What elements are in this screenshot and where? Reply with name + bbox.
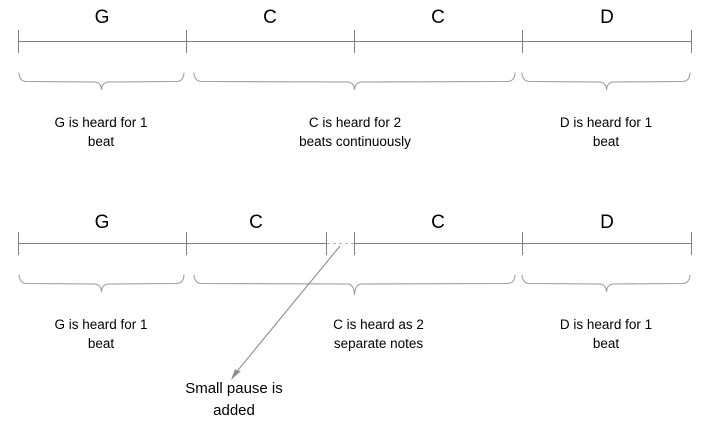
note2-letter-2: C	[249, 212, 263, 233]
note-letter-3: C	[431, 7, 445, 28]
timeline-ruler	[17, 30, 693, 91]
note-letter-1: G	[94, 7, 110, 28]
note2-letter-3: C	[431, 212, 445, 233]
caption-2-line-1: C is heard for 2	[308, 115, 402, 130]
caption2-2-line-1: C is heard as 2	[333, 317, 424, 332]
caption2-3: D is heard for 1 beat	[519, 315, 693, 353]
pause-annotation-line-2: added	[213, 402, 255, 419]
caption2-1-line-2: beat	[87, 336, 115, 351]
caption-2-line-2: beats continuously	[299, 134, 411, 149]
caption-3: D is heard for 1 beat	[519, 113, 693, 151]
note-letter-4: D	[600, 7, 614, 28]
pause-annotation-line-1: Small pause is	[185, 380, 283, 397]
note2-letter-1: G	[94, 212, 110, 233]
brace-2	[193, 72, 516, 91]
caption2-1-line-1: G is heard for 1	[54, 317, 148, 332]
note2-letter-4: D	[600, 212, 614, 233]
caption-1-line-2: beat	[87, 134, 115, 149]
brace-3	[521, 72, 691, 91]
brace2-2	[193, 274, 516, 296]
caption-3-line-2: beat	[592, 134, 620, 149]
note-letter-2: C	[263, 7, 277, 28]
brace2-3	[521, 274, 691, 293]
caption2-1: G is heard for 1 beat	[14, 315, 188, 353]
caption2-2: C is heard as 2 separate notes	[291, 315, 466, 353]
caption2-2-line-2: separate notes	[333, 336, 424, 351]
caption-2: C is heard for 2 beats continuously	[250, 113, 460, 151]
caption-1: G is heard for 1 beat	[14, 113, 188, 151]
timeline-ruler-with-gap	[17, 232, 693, 380]
caption-3-line-1: D is heard for 1	[559, 115, 653, 130]
diagram-separated: G C C D	[0, 205, 712, 433]
pause-annotation: Small pause is added	[126, 378, 342, 422]
caption2-3-line-2: beat	[592, 336, 620, 351]
brace-1	[18, 72, 185, 91]
diagram-continuous: G C C D	[0, 0, 712, 175]
brace2-1	[18, 274, 185, 293]
caption-1-line-1: G is heard for 1	[54, 115, 148, 130]
pause-callout-arrow	[231, 245, 341, 380]
caption2-3-line-1: D is heard for 1	[559, 317, 653, 332]
